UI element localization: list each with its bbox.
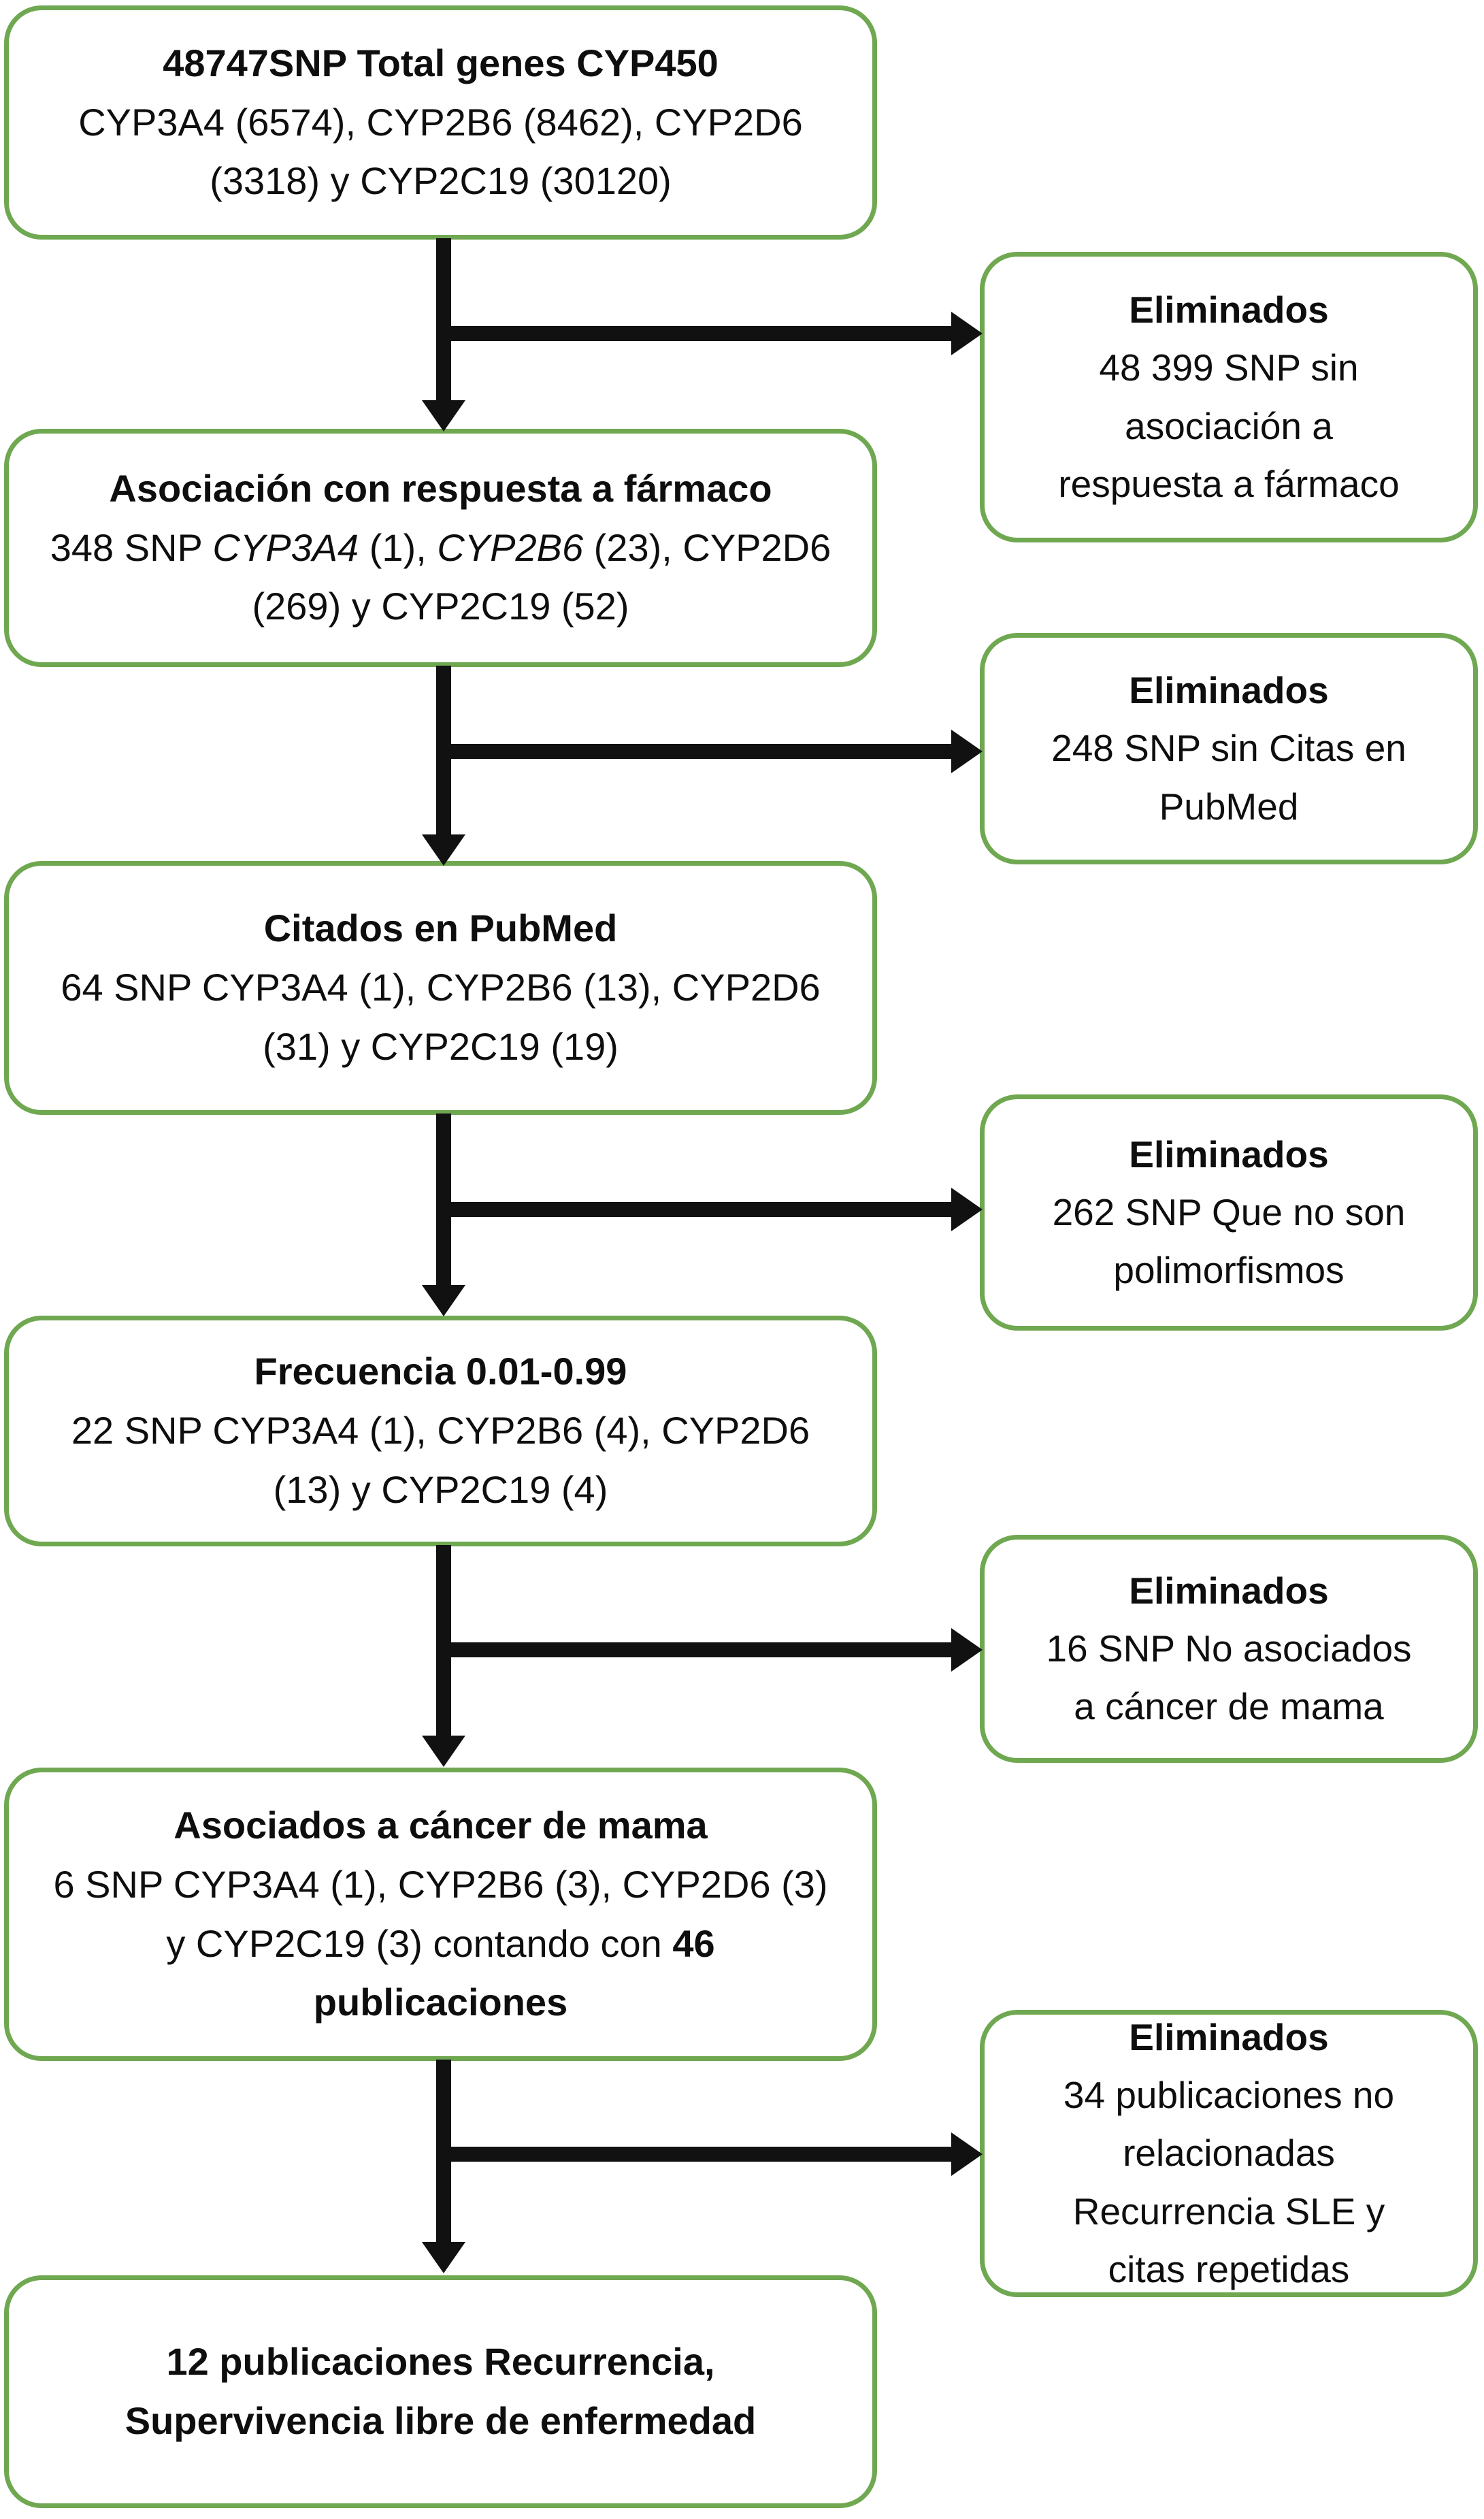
text-segment-bold: 46 [672, 1921, 715, 1965]
box-title: 48747SNP Total genes CYP450 [163, 41, 719, 84]
arrow-right-shaft-5 [436, 2147, 951, 2162]
box-text-line: 48 399 SNP sin [1099, 346, 1359, 389]
box-text-line: CYP3A4 (6574), CYP2B6 (8462), CYP2D6 [78, 100, 803, 144]
text-segment-italic: CYP2B6 [437, 525, 584, 569]
box-text-line: citas repetidas [1108, 2247, 1350, 2290]
arrow-right-head-2 [951, 730, 983, 773]
box-text-line: y CYP2C19 (3) contando con 46 [166, 1915, 714, 1974]
arrow-down-head-2 [422, 834, 465, 866]
arrow-down-head-3 [422, 1285, 465, 1316]
arrow-down-head-4 [422, 1736, 465, 1767]
text-segment: (1), [359, 525, 438, 569]
box-text-line: 12 publicaciones Recurrencia, [166, 2340, 715, 2384]
box-title: Asociación con respuesta a fármaco [109, 466, 772, 510]
arrow-right-head-1 [951, 312, 983, 355]
arrow-right-shaft-4 [436, 1642, 951, 1657]
text-segment: 348 SNP [50, 525, 213, 569]
box-title: Eliminados [1129, 2015, 1329, 2058]
arrow-right-head-5 [951, 2132, 983, 2176]
box-text-line: 6 SNP CYP3A4 (1), CYP2B6 (3), CYP2D6 (3) [53, 1862, 828, 1906]
box-text-line: (3318) y CYP2C19 (30120) [210, 159, 672, 203]
box-title: Eliminados [1129, 669, 1329, 712]
box-text-line: Supervivencia libre de enfermedad [125, 2399, 757, 2442]
flow-box-eliminados-4: Eliminados 16 SNP No asociados a cáncer … [980, 1535, 1478, 1763]
arrow-down-shaft-4 [436, 1545, 451, 1736]
arrow-down-head-5 [422, 2242, 465, 2273]
arrow-down-shaft-1 [436, 238, 451, 400]
flow-box-frecuencia: Frecuencia 0.01-0.99 22 SNP CYP3A4 (1), … [4, 1316, 877, 1546]
box-text-line: 22 SNP CYP3A4 (1), CYP2B6 (4), CYP2D6 [71, 1409, 810, 1452]
flow-box-eliminados-5: Eliminados 34 publicaciones no relaciona… [980, 2010, 1478, 2297]
box-title: Citados en PubMed [263, 907, 618, 950]
arrow-right-shaft-3 [436, 1202, 951, 1217]
box-text-line: (13) y CYP2C19 (4) [273, 1467, 608, 1511]
box-text-line: 34 publicaciones no [1063, 2074, 1395, 2117]
box-title: Asociados a cáncer de mama [174, 1803, 708, 1847]
text-segment: (23), CYP2D6 [583, 525, 831, 569]
box-text-line: (269) y CYP2C19 (52) [252, 585, 629, 628]
box-text-line: polimorfismos [1113, 1249, 1345, 1292]
flow-box-publicaciones-finales: 12 publicaciones Recurrencia, Superviven… [4, 2275, 877, 2508]
box-text-line: 348 SNP CYP3A4 (1), CYP2B6 (23), CYP2D6 [50, 519, 831, 578]
box-text-line: respuesta a fármaco [1058, 462, 1400, 505]
box-title: Eliminados [1129, 1133, 1329, 1175]
box-text-line: PubMed [1159, 785, 1299, 828]
flow-box-eliminados-3: Eliminados 262 SNP Que no son polimorfis… [980, 1094, 1478, 1331]
box-text-line: Recurrencia SLE y [1072, 2190, 1385, 2232]
text-segment: y CYP2C19 (3) contando con [166, 1921, 673, 1965]
arrow-right-shaft-2 [436, 744, 951, 759]
box-text-line: 16 SNP No asociados [1046, 1627, 1412, 1670]
box-text-line: relacionadas [1123, 2132, 1335, 2175]
box-text-line: 64 SNP CYP3A4 (1), CYP2B6 (13), CYP2D6 [61, 966, 821, 1009]
flow-box-asociacion-farmaco: Asociación con respuesta a fármaco 348 S… [4, 429, 877, 667]
box-text-line: 248 SNP sin Citas en [1051, 727, 1406, 770]
arrow-down-head-1 [422, 400, 465, 432]
text-segment-italic: CYP3A4 [212, 525, 359, 569]
flow-box-total-genes: 48747SNP Total genes CYP450 CYP3A4 (6574… [4, 5, 877, 240]
flow-box-eliminados-2: Eliminados 248 SNP sin Citas en PubMed [980, 633, 1478, 864]
arrow-right-head-3 [951, 1188, 983, 1231]
box-text-line: publicaciones [313, 1981, 568, 2024]
arrow-right-head-4 [951, 1628, 983, 1672]
box-title: Eliminados [1129, 289, 1329, 331]
flow-box-eliminados-1: Eliminados 48 399 SNP sin asociación a r… [980, 252, 1478, 542]
box-text-line: 262 SNP Que no son [1052, 1190, 1406, 1233]
box-text-line: asociación a [1125, 404, 1333, 447]
flow-box-citados-pubmed: Citados en PubMed 64 SNP CYP3A4 (1), CYP… [4, 861, 877, 1115]
box-text-line: a cáncer de mama [1074, 1685, 1384, 1728]
arrow-right-shaft-1 [436, 326, 951, 341]
box-text-line: (31) y CYP2C19 (19) [263, 1024, 619, 1068]
box-title: Frecuencia 0.01-0.99 [254, 1350, 627, 1393]
box-title: Eliminados [1129, 1569, 1329, 1612]
arrow-down-shaft-3 [436, 1114, 451, 1285]
flow-box-asociados-cancer: Asociados a cáncer de mama 6 SNP CYP3A4 … [4, 1768, 877, 2061]
